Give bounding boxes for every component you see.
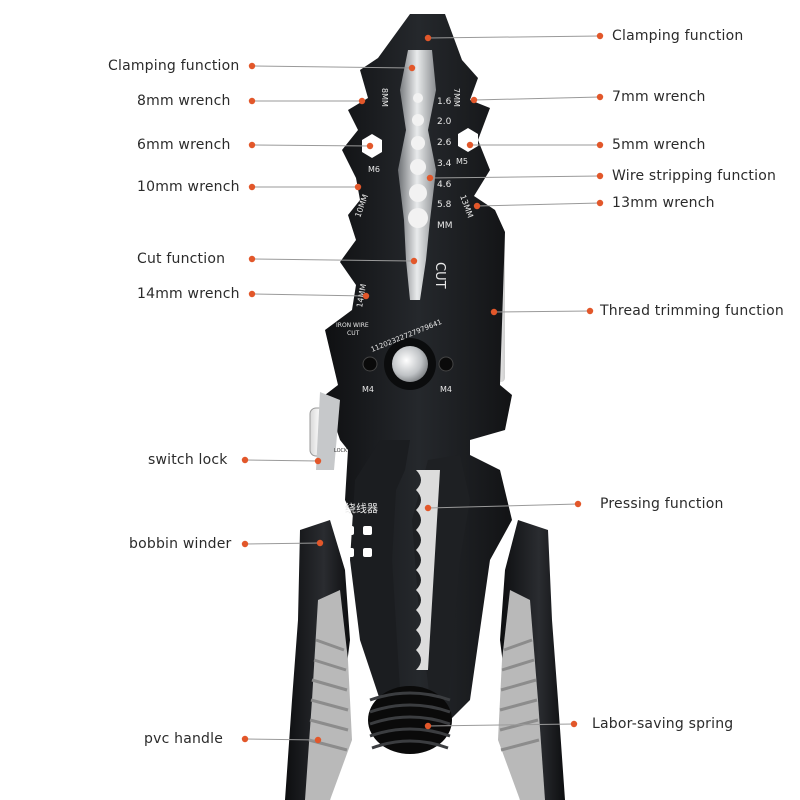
pressing-teeth xyxy=(416,470,440,670)
callout-label-wrench-7mm: 7mm wrench xyxy=(612,89,706,105)
leader-line-switch-lock xyxy=(244,459,319,462)
leader-dot-label-pressing xyxy=(574,500,582,508)
leader-dot-target-wrench-5mm xyxy=(466,141,474,149)
leader-line-bobbin-winder xyxy=(244,542,321,545)
callout-label-cut: Cut function xyxy=(137,251,226,267)
stripping-channel xyxy=(398,50,436,300)
leader-dot-label-cut xyxy=(248,255,256,263)
size-2-6: 2.6 xyxy=(437,138,452,148)
callout-label-wrench-10mm: 10mm wrench xyxy=(137,179,240,195)
leader-dot-target-cut xyxy=(410,257,418,265)
callout-label-pressing: Pressing function xyxy=(600,496,724,512)
leader-dot-label-wrench-7mm xyxy=(596,93,604,101)
bobbin-holes xyxy=(345,526,372,557)
iron-wire-cut-mark: CUT xyxy=(347,330,360,337)
size-unit: MM xyxy=(437,221,453,231)
callout-leaders xyxy=(241,32,604,744)
callout-label-wrench-6mm: 6mm wrench xyxy=(137,137,231,153)
leader-line-thread-trimming xyxy=(493,310,591,313)
leader-line-wrench-7mm xyxy=(473,96,601,101)
labor-saving-spring xyxy=(368,686,452,754)
callout-label-bobbin-winder: bobbin winder xyxy=(129,536,232,552)
leader-dot-target-bobbin-winder xyxy=(316,539,324,547)
callout-label-clamping-left: Clamping function xyxy=(108,58,240,74)
leader-dot-target-wire-stripping xyxy=(426,174,434,182)
leader-dot-label-wrench-5mm xyxy=(596,141,604,149)
leader-line-wrench-13mm xyxy=(476,202,601,207)
leader-dot-target-wrench-8mm xyxy=(358,97,366,105)
leader-dot-target-wrench-6mm xyxy=(366,142,374,150)
callout-label-wrench-5mm: 5mm wrench xyxy=(612,137,706,153)
m4-hole-left xyxy=(362,356,378,372)
leader-line-wrench-14mm xyxy=(251,293,367,297)
leader-dot-label-spring xyxy=(570,720,578,728)
m4-hole-right xyxy=(438,356,454,372)
callout-label-clamping-top: Clamping function xyxy=(612,28,744,44)
leader-dot-label-pvc-handle xyxy=(241,735,249,743)
leader-dot-label-wire-stripping xyxy=(596,172,604,180)
mark-7mm: 7MM xyxy=(452,88,461,107)
leader-line-wrench-6mm xyxy=(251,144,371,147)
strip-holes xyxy=(408,93,428,228)
leader-dot-label-switch-lock xyxy=(241,456,249,464)
iron-wire-mark: IRON WIRE xyxy=(336,322,369,329)
size-1-6: 1.6 xyxy=(437,97,452,107)
leader-dot-label-wrench-8mm xyxy=(248,97,256,105)
m4-right-mark: M4 xyxy=(440,385,452,394)
leader-dot-label-wrench-10mm xyxy=(248,183,256,191)
leader-dot-target-pvc-handle xyxy=(314,736,322,744)
leader-dot-target-pressing xyxy=(424,504,432,512)
callout-label-wrench-8mm: 8mm wrench xyxy=(137,93,231,109)
mark-8mm: 8MM xyxy=(380,88,389,107)
size-4-6: 4.6 xyxy=(437,180,452,190)
leader-dot-label-wrench-13mm xyxy=(596,199,604,207)
leader-dot-target-thread-trimming xyxy=(490,308,498,316)
leader-line-pvc-handle xyxy=(244,738,319,741)
leader-dot-target-wrench-10mm xyxy=(354,183,362,191)
pvc-handle-graphic xyxy=(285,520,565,800)
leader-line-cut xyxy=(251,258,415,262)
leader-dot-target-wrench-7mm xyxy=(470,96,478,104)
m4-left-mark: M4 xyxy=(362,385,374,394)
leader-dot-target-clamping-left xyxy=(408,64,416,72)
size-3-4: 3.4 xyxy=(437,159,452,169)
leader-dot-target-spring xyxy=(424,722,432,730)
leader-line-clamping-top xyxy=(427,35,601,39)
leader-line-wire-stripping xyxy=(429,175,601,179)
winder-mark: 绕线器 xyxy=(345,501,378,515)
leader-dot-label-wrench-6mm xyxy=(248,141,256,149)
callout-label-pvc-handle: pvc handle xyxy=(144,731,224,747)
leader-line-spring xyxy=(427,723,575,727)
callout-label-switch-lock: switch lock xyxy=(148,452,228,468)
leader-dot-label-bobbin-winder xyxy=(241,540,249,548)
cut-mark: CUT xyxy=(432,262,447,289)
leader-dot-target-switch-lock xyxy=(314,457,322,465)
leader-dot-label-thread-trimming xyxy=(586,307,594,315)
leader-dot-target-clamping-top xyxy=(424,34,432,42)
switch-lock-graphic xyxy=(309,392,340,470)
leader-dot-label-clamping-top xyxy=(596,32,604,40)
callout-label-wrench-14mm: 14mm wrench xyxy=(137,286,240,302)
callout-label-wrench-13mm: 13mm wrench xyxy=(612,195,715,211)
size-5-8: 5.8 xyxy=(437,200,452,210)
leader-dot-label-wrench-14mm xyxy=(248,290,256,298)
mark-m6: M6 xyxy=(368,165,380,174)
leader-dot-label-clamping-left xyxy=(248,62,256,70)
lock-mark: LOCK xyxy=(334,448,348,454)
callout-label-thread-trimming: Thread trimming function xyxy=(600,303,784,319)
leader-line-pressing xyxy=(427,503,579,509)
leader-dot-target-wrench-13mm xyxy=(473,202,481,210)
leader-line-clamping-left xyxy=(251,65,413,69)
pivot-bolt xyxy=(392,346,428,382)
callout-label-spring: Labor-saving spring xyxy=(592,716,734,732)
mark-m5: M5 xyxy=(456,157,468,166)
size-2-0: 2.0 xyxy=(437,117,452,127)
leader-dot-target-wrench-14mm xyxy=(362,292,370,300)
callout-label-wire-stripping: Wire stripping function xyxy=(612,168,777,184)
